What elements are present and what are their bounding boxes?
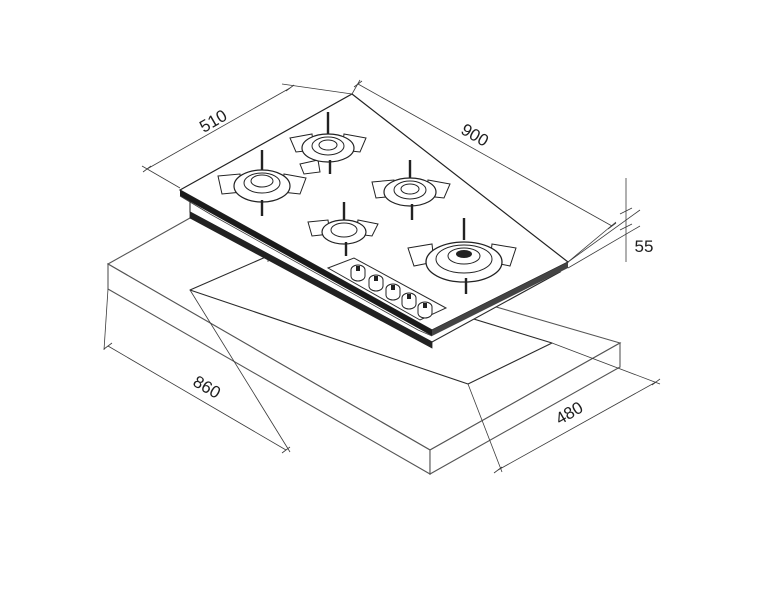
knob-3 — [385, 283, 401, 301]
knob-4 — [401, 292, 417, 310]
dimension-510 — [141, 83, 353, 189]
dimension-480 — [467, 342, 661, 474]
frame-line — [179, 195, 433, 337]
glass-front-edge — [180, 190, 432, 336]
knob-2 — [368, 274, 384, 292]
control-panel — [326, 257, 448, 321]
burner-wok — [407, 218, 517, 294]
label-860: 860 — [190, 372, 224, 403]
dimension-55 — [567, 178, 641, 269]
knob-5 — [417, 301, 433, 319]
dimension-860 — [103, 288, 291, 454]
burner-back — [289, 112, 367, 175]
label-900: 900 — [458, 120, 492, 151]
glass-side-edge — [432, 262, 568, 336]
label-510: 510 — [196, 106, 230, 137]
cutout-side-face — [429, 342, 621, 475]
dimension-900 — [351, 79, 617, 263]
knob-1 — [350, 264, 366, 282]
hob-tray-edge — [189, 211, 433, 349]
burner-right — [371, 160, 451, 220]
burner-left — [217, 150, 307, 216]
countertop-cutout — [106, 217, 622, 475]
label-55: 55 — [635, 237, 654, 256]
burner-small — [307, 202, 379, 256]
